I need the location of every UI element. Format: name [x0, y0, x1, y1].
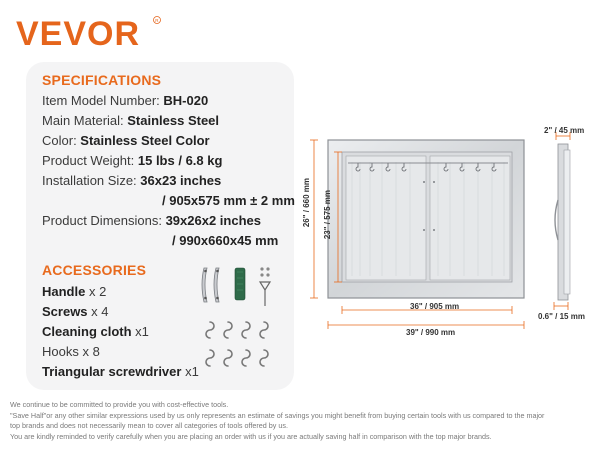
- accessories-illustration: [201, 267, 272, 306]
- s-hook-icon: [259, 321, 269, 339]
- spec-value: 15 lbs / 6.8 kg: [137, 153, 223, 168]
- s-hook-icon: [259, 349, 269, 367]
- spec-label: Product Dimensions:: [42, 213, 166, 228]
- spec-value: BH-020: [163, 93, 209, 108]
- accessory-qty: x1: [131, 324, 149, 339]
- specifications-title: SPECIFICATIONS: [42, 72, 162, 88]
- dim-width-inner: 36" / 905 mm: [410, 302, 460, 311]
- dim-height-outer: 26" / 660 mm: [302, 178, 311, 228]
- s-hook-icon: [205, 321, 215, 339]
- spec-material: Main Material: Stainless Steel: [42, 113, 219, 128]
- vevor-logo-graphic: VEVOR R: [16, 15, 161, 53]
- screwdriver-icon: [258, 281, 272, 306]
- spec-label: Color:: [42, 133, 81, 148]
- accessory-qty: x 8: [78, 344, 100, 359]
- dim-width-outer: 39" / 990 mm: [406, 328, 456, 337]
- spec-value: Stainless Steel: [127, 113, 220, 128]
- hooks-illustration: [205, 321, 269, 367]
- vevor-logo: VEVOR R: [14, 12, 164, 53]
- screws-icon: [260, 267, 270, 277]
- spec-label: Item Model Number:: [42, 93, 164, 108]
- disclaimer-line: We continue to be committed to provide y…: [10, 400, 229, 409]
- dim-depth-bottom: 0.6" / 15 mm: [538, 312, 585, 321]
- svg-text:R: R: [155, 18, 159, 23]
- door-front-view: [310, 139, 525, 329]
- accessory-name: Hooks: [42, 344, 79, 359]
- s-hook-icon: [223, 349, 233, 367]
- spec-installation-size: Installation Size: 36x23 inches: [42, 173, 221, 188]
- door-panel-right: [429, 155, 511, 281]
- s-hook-icon: [205, 349, 215, 367]
- accessory-qty: x 4: [87, 304, 109, 319]
- accessory-hooks: Hooks x 8: [42, 344, 100, 359]
- cleaning-cloth-icon: [234, 267, 246, 301]
- door-screws: [423, 181, 435, 231]
- spec-value: 36x23 inches: [140, 173, 222, 188]
- dimension-lines: [310, 139, 525, 329]
- spec-installation-size-mm: / 905x575 mm ± 2 mm: [162, 193, 295, 208]
- disclaimer: We continue to be committed to provide y…: [10, 400, 595, 442]
- spec-item-model: Item Model Number: BH-020: [42, 93, 208, 108]
- disclaimer-line: top brands and does not necessarily mean…: [10, 421, 288, 430]
- dim-depth-top: 2" / 45 mm: [544, 126, 585, 135]
- side-handle-icon: [554, 199, 559, 241]
- specifications-card: [26, 62, 294, 390]
- accessory-qty: x1: [181, 364, 199, 379]
- svg-text:VEVOR: VEVOR: [16, 15, 140, 52]
- spec-label: Product Weight:: [42, 153, 138, 168]
- accessory-screwdriver: Triangular screwdriver x1: [42, 364, 199, 379]
- accessory-name: Handle: [42, 284, 86, 299]
- door-hooks: [355, 163, 497, 172]
- spec-label: Installation Size:: [42, 173, 141, 188]
- door-panel-left: [345, 155, 427, 281]
- handle-icon: [201, 267, 220, 303]
- s-hook-icon: [241, 321, 251, 339]
- dim-height-inner: 23" / 575 mm: [323, 190, 332, 240]
- spec-color: Color: Stainless Steel Color: [42, 133, 210, 148]
- disclaimer-line: You are kindly reminded to verify carefu…: [10, 431, 492, 441]
- spec-value: 39x26x2 inches: [165, 213, 261, 228]
- disclaimer-line: "Save Half"or any other similar expressi…: [10, 410, 545, 420]
- spec-product-dimensions-mm: / 990x660x45 mm: [172, 233, 279, 248]
- accessory-name: Cleaning cloth: [42, 324, 132, 339]
- accessory-qty: x 2: [85, 284, 107, 299]
- side-flange: [563, 149, 571, 295]
- s-hook-icon: [241, 349, 251, 367]
- accessory-screws: Screws x 4: [42, 304, 109, 319]
- side-dimension-lines: [553, 132, 571, 310]
- accessories-title: ACCESSORIES: [42, 262, 147, 278]
- accessory-cleaning-cloth: Cleaning cloth x1: [42, 324, 149, 339]
- accessory-name: Triangular screwdriver: [42, 364, 182, 379]
- accessory-name: Screws: [42, 304, 88, 319]
- spec-value: Stainless Steel Color: [80, 133, 210, 148]
- accessory-handle: Handle x 2: [42, 284, 106, 299]
- door-panel-texture: [351, 162, 505, 276]
- s-hook-icon: [223, 321, 233, 339]
- door-side-view: [553, 132, 571, 310]
- spec-label: Main Material:: [42, 113, 128, 128]
- spec-weight: Product Weight: 15 lbs / 6.8 kg: [42, 153, 222, 168]
- spec-product-dimensions: Product Dimensions: 39x26x2 inches: [42, 213, 261, 228]
